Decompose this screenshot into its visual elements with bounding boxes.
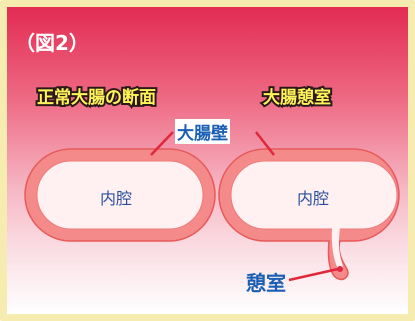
diverticulum-pointer [288, 267, 339, 282]
colon-wall-label: 大腸壁 [175, 119, 230, 144]
lumen-label-right: 内腔 [297, 189, 330, 208]
wall-pointer-right [255, 131, 275, 156]
lumen-label-left: 内腔 [100, 189, 133, 208]
diverticulum-dot [337, 266, 343, 272]
wall-pointer-left [150, 131, 174, 156]
diverticulum-label: 憩室 [246, 271, 286, 295]
colon-lumen-left [36, 160, 204, 230]
heading-normal-colon: 正常大腸の断面 [35, 86, 158, 110]
figure-number: （図2） [15, 31, 89, 55]
heading-diverticulum: 大腸憩室 [261, 86, 333, 110]
colon-lumen-right [230, 160, 398, 230]
diverticulum-pouch-inner [331, 228, 343, 272]
diagram-canvas [24, 131, 400, 282]
